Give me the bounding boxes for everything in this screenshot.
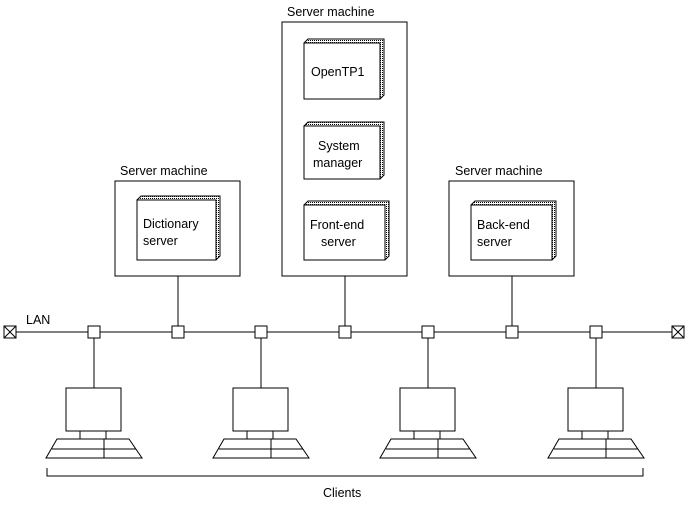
monitor-stand (246, 430, 274, 440)
monitor-stand (413, 430, 441, 440)
lan-connector (254, 325, 268, 339)
monitor (65, 387, 122, 432)
monitor (399, 387, 456, 432)
server-machine-left: Server machine Dictionary server (114, 164, 241, 277)
clients-bracket (46, 468, 644, 477)
server-title: Server machine (455, 164, 543, 178)
component-label-line2: manager (313, 156, 362, 170)
component-label-line2: server (321, 235, 356, 249)
component-label-line1: Front-end (310, 218, 364, 232)
monitor-stand (79, 430, 107, 440)
dictionary-server-component: Dictionary server (136, 195, 221, 261)
lan-connector (421, 325, 435, 339)
monitor (232, 387, 289, 432)
lan-bus (3, 325, 685, 339)
system-manager-component: System manager (303, 121, 385, 180)
monitor-stand (581, 430, 609, 440)
server-title: Server machine (120, 164, 208, 178)
monitor (567, 387, 624, 432)
back-end-server-component: Back-end server (470, 200, 557, 261)
clients-label: Clients (323, 486, 361, 500)
server-machine-center: Server machine OpenTP1 System manager Fr… (281, 5, 408, 277)
opentp1-component: OpenTP1 (303, 38, 385, 100)
lan-terminator-right (671, 325, 685, 339)
lan-connector (589, 325, 603, 339)
lan-connector (171, 325, 185, 339)
lan-connector (338, 325, 352, 339)
front-end-server-component: Front-end server (303, 200, 390, 261)
client-workstation (379, 338, 477, 459)
client-workstation (45, 338, 143, 459)
component-label-line1: System (318, 139, 360, 153)
lan-terminator-left (3, 325, 17, 339)
lan-connector (505, 325, 519, 339)
client-workstation (547, 338, 645, 459)
server-machine-right: Server machine Back-end server (448, 164, 575, 277)
component-label-line1: Back-end (477, 218, 530, 232)
lan-label: LAN (26, 313, 50, 327)
lan-connector (87, 325, 101, 339)
component-label-line1: Dictionary (143, 217, 199, 231)
component-label-line2: server (143, 234, 178, 248)
component-label-line1: OpenTP1 (311, 65, 365, 79)
server-title: Server machine (287, 5, 375, 19)
component-label-line2: server (477, 235, 512, 249)
client-workstation (212, 338, 310, 459)
